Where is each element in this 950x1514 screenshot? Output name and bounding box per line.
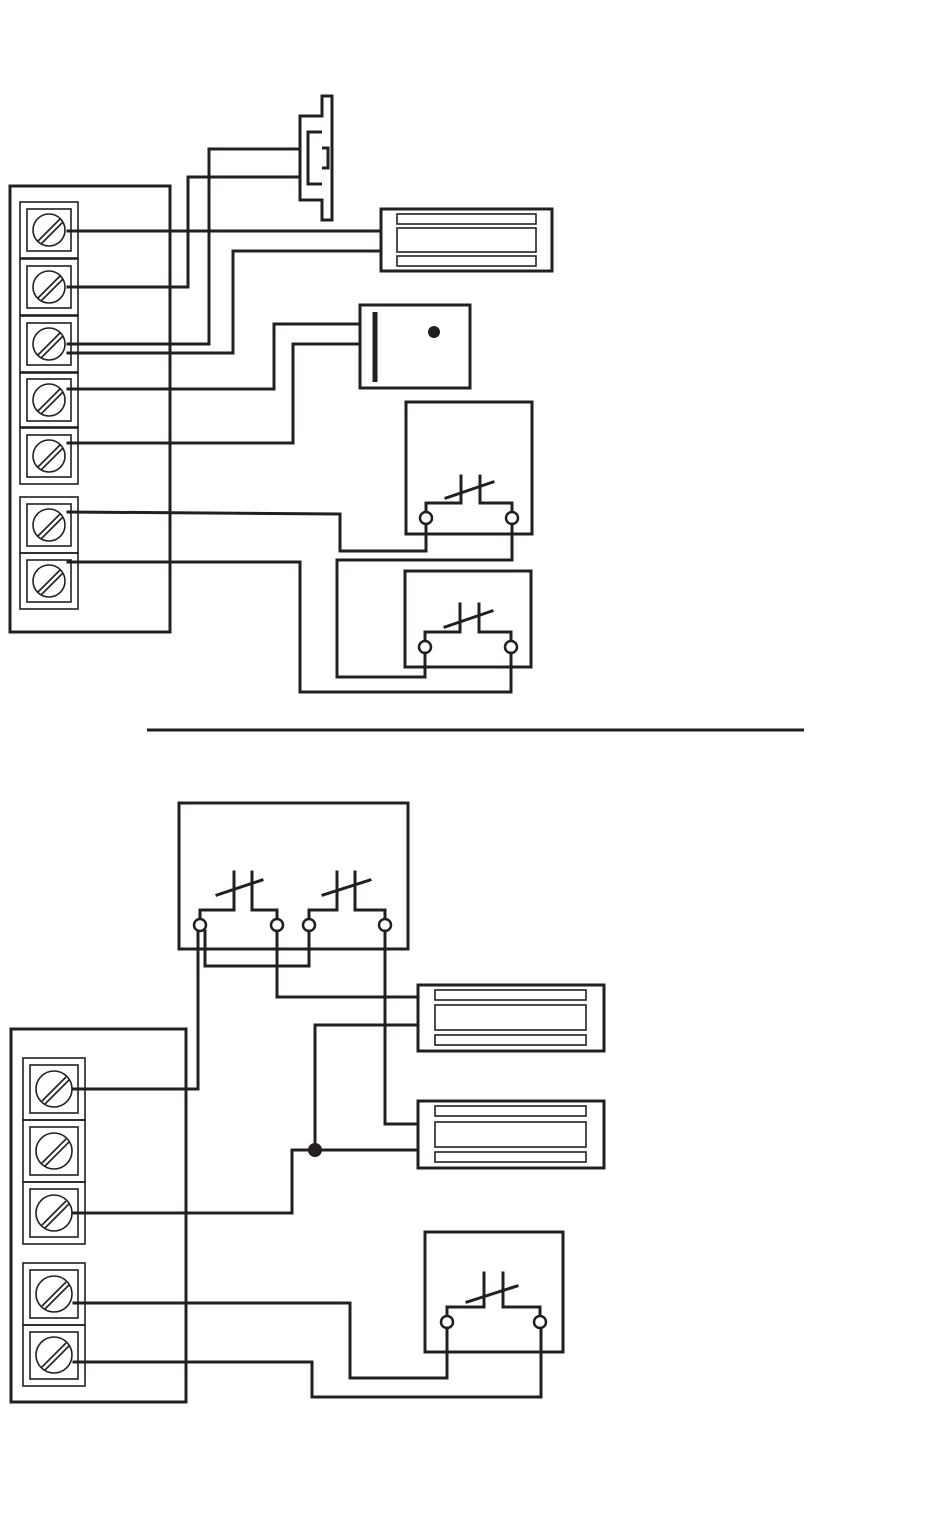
contact-switch-1-icon: [406, 402, 532, 534]
bottom-wires: [74, 931, 541, 1397]
bottom-wiring-section: [11, 803, 604, 1402]
bottom-terminal-2: [23, 1120, 85, 1182]
junction-node: [308, 1143, 322, 1157]
bottom-terminal-4: [23, 1263, 85, 1325]
push-button-icon: [360, 305, 470, 388]
magnetic-lock-2-icon: [418, 1101, 604, 1168]
top-terminal-6: [20, 497, 78, 553]
top-wires: [68, 149, 512, 692]
top-terminal-4: [20, 373, 78, 427]
top-terminal-5: [20, 428, 78, 484]
magnetic-lock-1-icon: [418, 985, 604, 1051]
bottom-terminal-5: [23, 1325, 85, 1386]
dual-contact-switch-icon: [179, 803, 408, 949]
door-strike-icon: [300, 96, 332, 220]
top-terminal-block: [10, 186, 170, 632]
magnetic-lock-icon: [381, 209, 552, 271]
top-wiring-section: [10, 96, 552, 692]
